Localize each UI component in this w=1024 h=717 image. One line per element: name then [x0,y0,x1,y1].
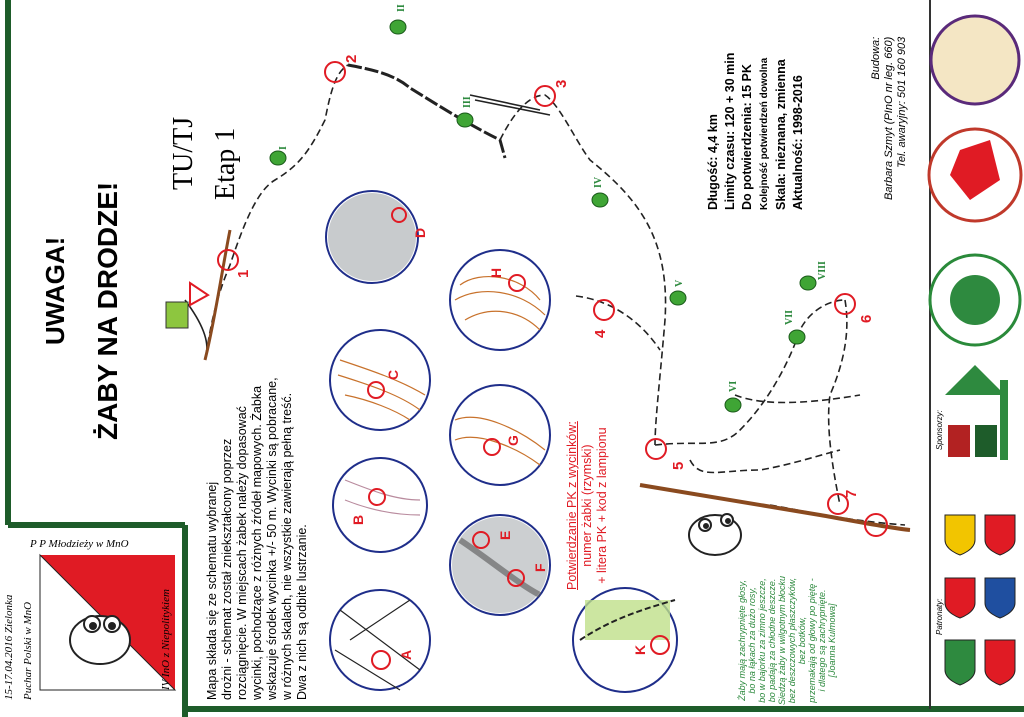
road-start-line [203,229,232,361]
inset-letter: K [632,644,648,655]
sponsors-label: Sponsorzy: [935,409,944,450]
description-text: Mapa składa się ze schematu wybranej dro… [205,377,310,700]
description-line: w różnych skalach, nie wszystkie zawiera… [280,392,294,700]
stat-scale: Skala: nieznana, zmienna [774,59,788,210]
frog-label: IV [593,176,604,188]
stat-cp: Do potwierdzenia: 15 PK [740,64,754,210]
confirm-line: numer żabki (rzymski) [580,444,594,567]
poem-line: Siedzą żaby w wilgotnym błocku [777,575,787,705]
inset-letter: E [497,530,513,540]
description-line: rozciągnięcie. W miejscach żabek należy … [235,406,249,700]
cp-label: 7 [843,489,860,498]
description-line: drożni - schemat został zniekształcony p… [220,438,234,700]
poem-line: [Joanna Kulmowa] [827,603,837,678]
description-line: Mapa składa się ze schematu wybranej [205,481,219,700]
frog-label: VIII [817,261,828,280]
frog-label: I [278,146,289,150]
logo-event-text: IV InO z Niepolitykiem [160,589,172,690]
inset-letter: D [412,227,428,238]
inset-targets [367,207,670,670]
patrons-label: Patronaty: [935,598,944,635]
cp-label: 1 [235,269,252,278]
frog-label: VI [728,380,739,392]
cp-label: 2 [343,54,360,63]
frog-label: III [462,96,473,108]
sponsor-logos [945,365,1008,460]
confirm-text: Potwierdzanie PK z wycinków: numer żabki… [565,421,610,590]
logo-dates-text: 15-17.04.2016 Zielonka [3,594,15,700]
builder-phone: Tel. awaryjny: 501 160 903 [896,36,908,168]
poem-line: bo na łąkach za dużo rosy, [747,587,757,694]
badges [927,14,1023,347]
cp-label: 6 [858,314,875,323]
poem-line: przemakają od głowy po piętę - [807,578,817,703]
logo-cup-text: Puchar Polski w MnO [22,601,34,700]
stage-label: Etap 1 [210,127,241,200]
poem-line: i dlatego są zachrypnięte. [817,589,827,692]
poem-line: bez deszczowych płaszczyków, [787,577,797,704]
inset-letter: C [385,369,401,380]
description-line: wycinki, pochodzące z różnych źródeł map… [250,385,264,700]
title-line1: UWAGA! [40,236,70,345]
confirm-line: Potwierdzanie PK z wycinków: [565,421,579,590]
checkpoint-markers [217,61,888,537]
inset-letter: F [532,563,548,572]
builder-label: Budowa: [870,36,882,80]
cp-label: 4 [592,329,609,338]
inset-letter: G [505,435,521,446]
poem-block: Żaby mają zachrypnięte głosy, bo na łąka… [737,576,837,705]
stat-length: Długość: 4,4 km [706,114,720,210]
cp-label: 5 [670,461,687,470]
start-triangle-icon [189,281,210,307]
builder-name: Barbara Szmyt (PInO nr leg. 660) [883,36,895,200]
confirm-line: + litera PK + kod z lampionu [595,427,609,584]
inset-letter: B [350,514,366,525]
poem-line: bez botków, [797,616,807,665]
builder-block: Budowa: Barbara Szmyt (PInO nr leg. 660)… [870,37,909,200]
cp-label: 3 [553,79,570,88]
frog-label: II [396,4,407,12]
start-house-icon [165,301,189,329]
inset-letter: H [488,267,504,278]
poem-line: bo w bajorku za zimno jeszcze, [757,578,767,703]
poem-line: Żaby mają zachrypnięte głosy, [737,580,747,701]
stats-block: Długość: 4,4 km Limity czasu: 120 + 30 m… [705,53,807,210]
poem-line: bo padają za chłodne deszcze. [767,578,777,703]
description-line: wskazuje środek wycinka +/- 50 m. Wycink… [265,377,279,700]
category-label: TU/TJ [168,116,199,190]
frog-label: VII [784,309,795,325]
frog-markers [269,19,817,413]
patron-arms [944,514,1016,686]
frog-label: V [674,279,685,287]
title-line2: ŻABY NA DRODZE! [92,181,123,440]
stat-time: Limity czasu: 120 + 30 min [723,52,737,210]
inset-details [328,193,676,691]
stat-actuality: Aktualność: 1998-2016 [791,75,805,210]
stat-order: Kolejność potwierdzeń dowolna [759,57,770,210]
description-line: Dwa z nich są odbite lustrzanie. [295,524,309,700]
road-line [639,483,911,532]
inset-letter: A [398,649,414,660]
logo-frog-face [69,615,131,665]
cartoon-frog [688,513,742,556]
logo-top-text: P P Młodzieży w MnO [30,538,129,550]
